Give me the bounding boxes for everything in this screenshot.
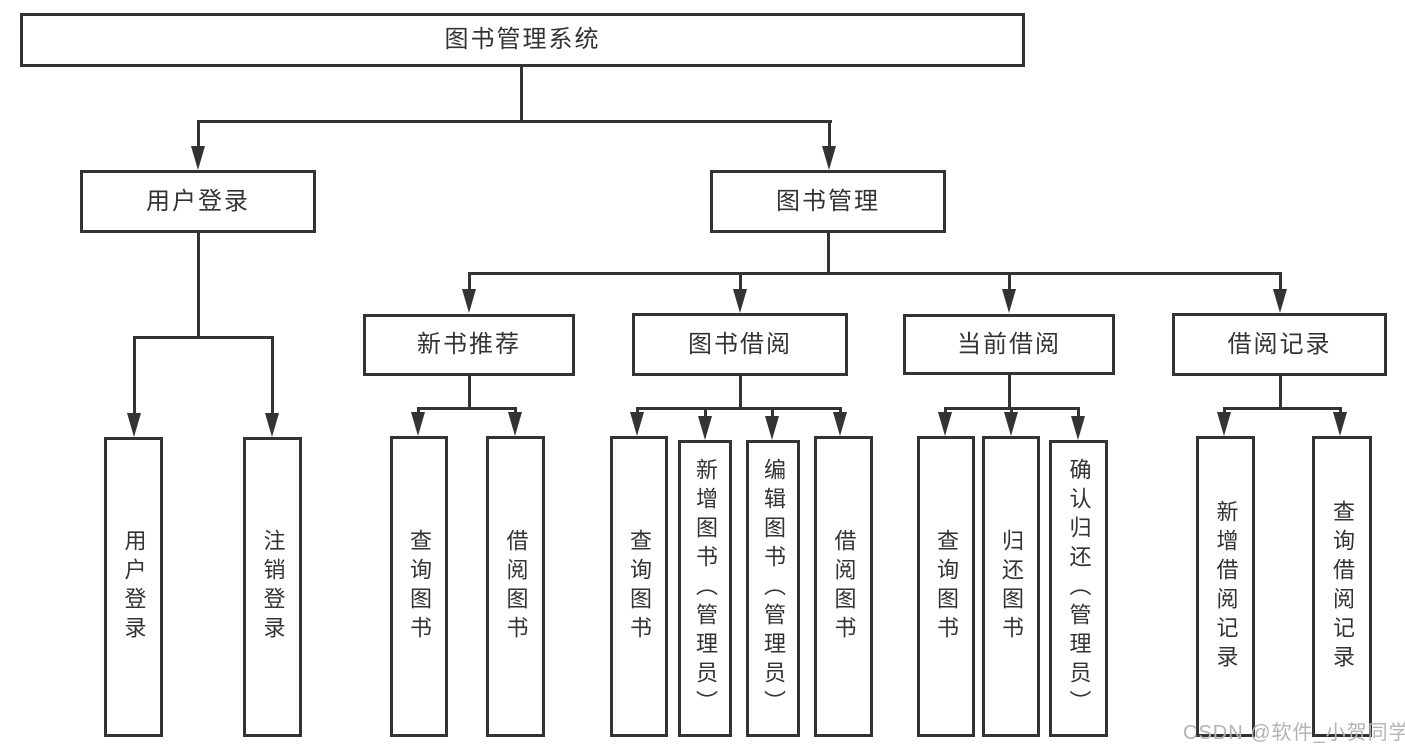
leaf-label: 归还图书 [999, 528, 1024, 645]
arrow-down-icon [1002, 289, 1016, 313]
node-label: 新书推荐 [417, 331, 521, 358]
arrow-down-icon [1273, 289, 1287, 313]
arrow-down-icon [1004, 412, 1018, 436]
v-line [1077, 407, 1080, 417]
node-current-borrowing: 当前借阅 [903, 314, 1115, 375]
leaf-label: 新增借阅记录 [1213, 499, 1239, 674]
leaf-borrow-books-recommend: 借阅图书 [486, 436, 545, 737]
v-line [944, 407, 947, 415]
leaf-label: 编辑图书（管理员） [761, 458, 786, 719]
leaf-label: 查询图书 [934, 528, 959, 645]
arrow-down-icon [822, 146, 836, 170]
v-line [1339, 407, 1342, 415]
h-line [636, 407, 842, 410]
v-line [1008, 272, 1011, 292]
arrow-down-icon [1071, 416, 1085, 440]
node-label: 图书借阅 [688, 330, 792, 358]
leaf-return-books: 归还图书 [982, 436, 1040, 737]
v-line [839, 407, 842, 415]
leaf-edit-book-admin: 编辑图书（管理员） [746, 440, 800, 737]
arrow-down-icon [1217, 412, 1231, 436]
leaf-label: 查询图书 [407, 528, 432, 645]
node-label: 图书管理 [776, 187, 880, 215]
leaf-label: 确认归还（管理员） [1066, 458, 1092, 719]
leaf-label: 用户登录 [121, 529, 147, 645]
node-label: 图书管理系统 [444, 26, 601, 53]
node-label: 用户登录 [146, 187, 250, 215]
arrow-down-icon [765, 416, 779, 440]
leaf-query-borrow-record: 查询借阅记录 [1312, 436, 1372, 737]
leaf-query-books-current: 查询图书 [917, 436, 975, 737]
arrow-down-icon [938, 412, 952, 436]
leaf-label: 借阅图书 [503, 528, 529, 645]
v-line [271, 336, 274, 414]
leaf-query-books-recommend: 查询图书 [390, 436, 448, 737]
arrow-down-icon [462, 289, 476, 313]
leaf-label: 注销登录 [260, 529, 286, 645]
node-book-borrowing: 图书借阅 [632, 313, 848, 376]
v-line [468, 272, 471, 292]
leaf-label: 新增图书（管理员） [693, 458, 718, 719]
leaf-add-book-admin: 新增图书（管理员） [678, 440, 732, 737]
v-line [468, 376, 471, 407]
node-label: 借阅记录 [1227, 330, 1332, 358]
v-line [771, 407, 774, 417]
node-label: 当前借阅 [957, 330, 1061, 358]
v-line [1279, 376, 1282, 407]
h-line [133, 336, 274, 339]
leaf-label: 查询借阅记录 [1330, 499, 1355, 674]
leaf-label: 查询图书 [627, 528, 652, 645]
v-line [739, 272, 742, 292]
v-line [828, 120, 831, 148]
leaf-user-login: 用户登录 [104, 437, 163, 737]
v-line [1279, 272, 1282, 292]
leaf-logout: 注销登录 [243, 437, 302, 737]
arrow-down-icon [411, 412, 425, 436]
leaf-borrow-books-borrowing: 借阅图书 [814, 436, 873, 737]
node-library-management-system: 图书管理系统 [20, 13, 1025, 67]
node-new-book-recommend: 新书推荐 [363, 314, 575, 376]
watermark: CSDN @软件_小贺同学 [1183, 722, 1405, 744]
v-line [197, 120, 200, 148]
h-line [468, 272, 1282, 275]
v-line [133, 336, 136, 414]
v-line [1010, 407, 1013, 415]
arrow-down-icon [127, 413, 141, 437]
arrow-down-icon [833, 412, 847, 436]
arrow-down-icon [733, 289, 747, 313]
arrow-down-icon [630, 412, 644, 436]
node-borrow-records: 借阅记录 [1172, 313, 1387, 376]
v-line [636, 407, 639, 415]
v-line [739, 376, 742, 407]
v-line [704, 407, 707, 417]
h-line [197, 120, 832, 123]
v-line [1223, 407, 1226, 415]
leaf-add-borrow-record: 新增借阅记录 [1196, 436, 1255, 737]
arrow-down-icon [1333, 412, 1347, 436]
v-line [514, 407, 517, 415]
h-line [1223, 407, 1342, 410]
arrow-down-icon [191, 146, 205, 170]
arrow-down-icon [265, 413, 279, 437]
node-user-login: 用户登录 [80, 170, 316, 233]
v-line [1008, 375, 1011, 407]
leaf-label: 借阅图书 [831, 528, 857, 645]
node-book-management: 图书管理 [710, 170, 946, 233]
v-line [197, 233, 200, 336]
h-line [417, 407, 517, 410]
leaf-query-books-borrowing: 查询图书 [610, 436, 668, 737]
arrow-down-icon [508, 412, 522, 436]
v-line [520, 67, 523, 120]
arrow-down-icon [698, 416, 712, 440]
v-line [417, 407, 420, 415]
v-line [827, 233, 830, 272]
leaf-confirm-return-admin: 确认归还（管理员） [1049, 440, 1108, 737]
